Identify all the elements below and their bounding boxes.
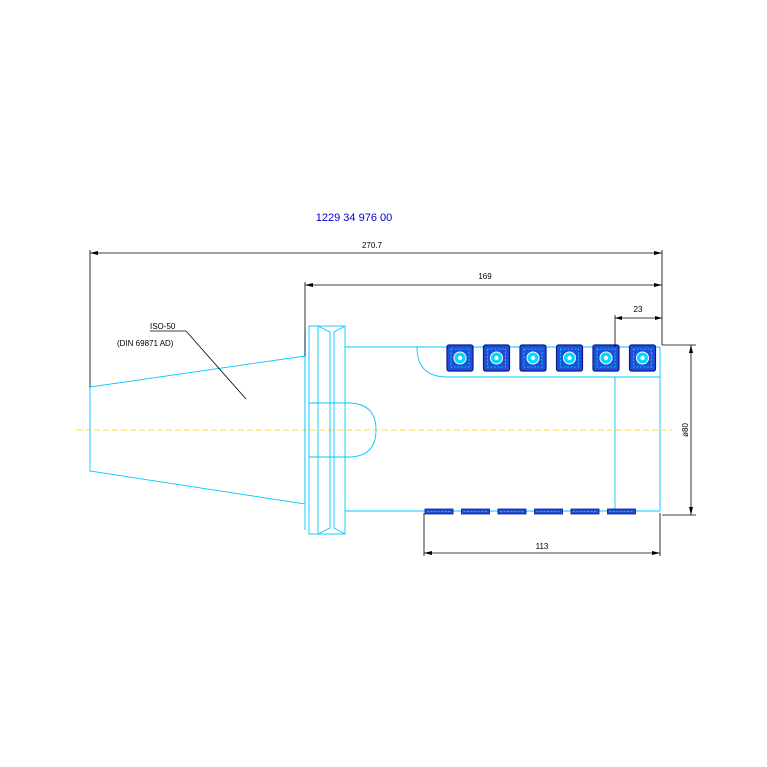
chip-flute (416, 346, 660, 378)
body-length-label: 169 (478, 272, 492, 281)
dimension-diameter: ø80 (662, 344, 696, 516)
bottom-insert-6 (607, 508, 636, 515)
taper-label: ISO-50 (150, 322, 176, 331)
bottom-insert-4 (534, 508, 563, 515)
bottom-insert-row (424, 508, 636, 515)
bottom-insert-3 (497, 508, 527, 515)
insert-row (446, 344, 657, 372)
cutting-length-label: 113 (536, 542, 549, 551)
dimension-insert-pitch: 23 (614, 305, 662, 347)
bottom-insert-1 (424, 508, 454, 515)
dimension-cutting-length: 113 (423, 513, 661, 556)
insert-3 (519, 344, 547, 372)
standard-label: (DIN 69871 AD) (117, 339, 174, 348)
insert-4 (555, 344, 584, 372)
insert-2 (482, 344, 511, 372)
dimension-body-length: 169 (304, 272, 662, 356)
taper-callout: ISO-50 (DIN 69871 AD) (117, 322, 247, 400)
insert-pitch-label: 23 (634, 305, 643, 314)
part-number: 1229 34 976 00 (316, 212, 392, 224)
bottom-insert-2 (461, 508, 490, 515)
internal-bore (309, 402, 377, 458)
insert-6 (628, 344, 657, 372)
diameter-label: ø80 (681, 423, 690, 437)
dimension-overall-length: 270.7 (89, 241, 663, 387)
leader-line (185, 330, 247, 400)
overall-length-label: 270.7 (362, 241, 383, 250)
bottom-insert-5 (570, 508, 600, 515)
insert-5 (592, 344, 620, 372)
insert-1 (446, 344, 474, 372)
